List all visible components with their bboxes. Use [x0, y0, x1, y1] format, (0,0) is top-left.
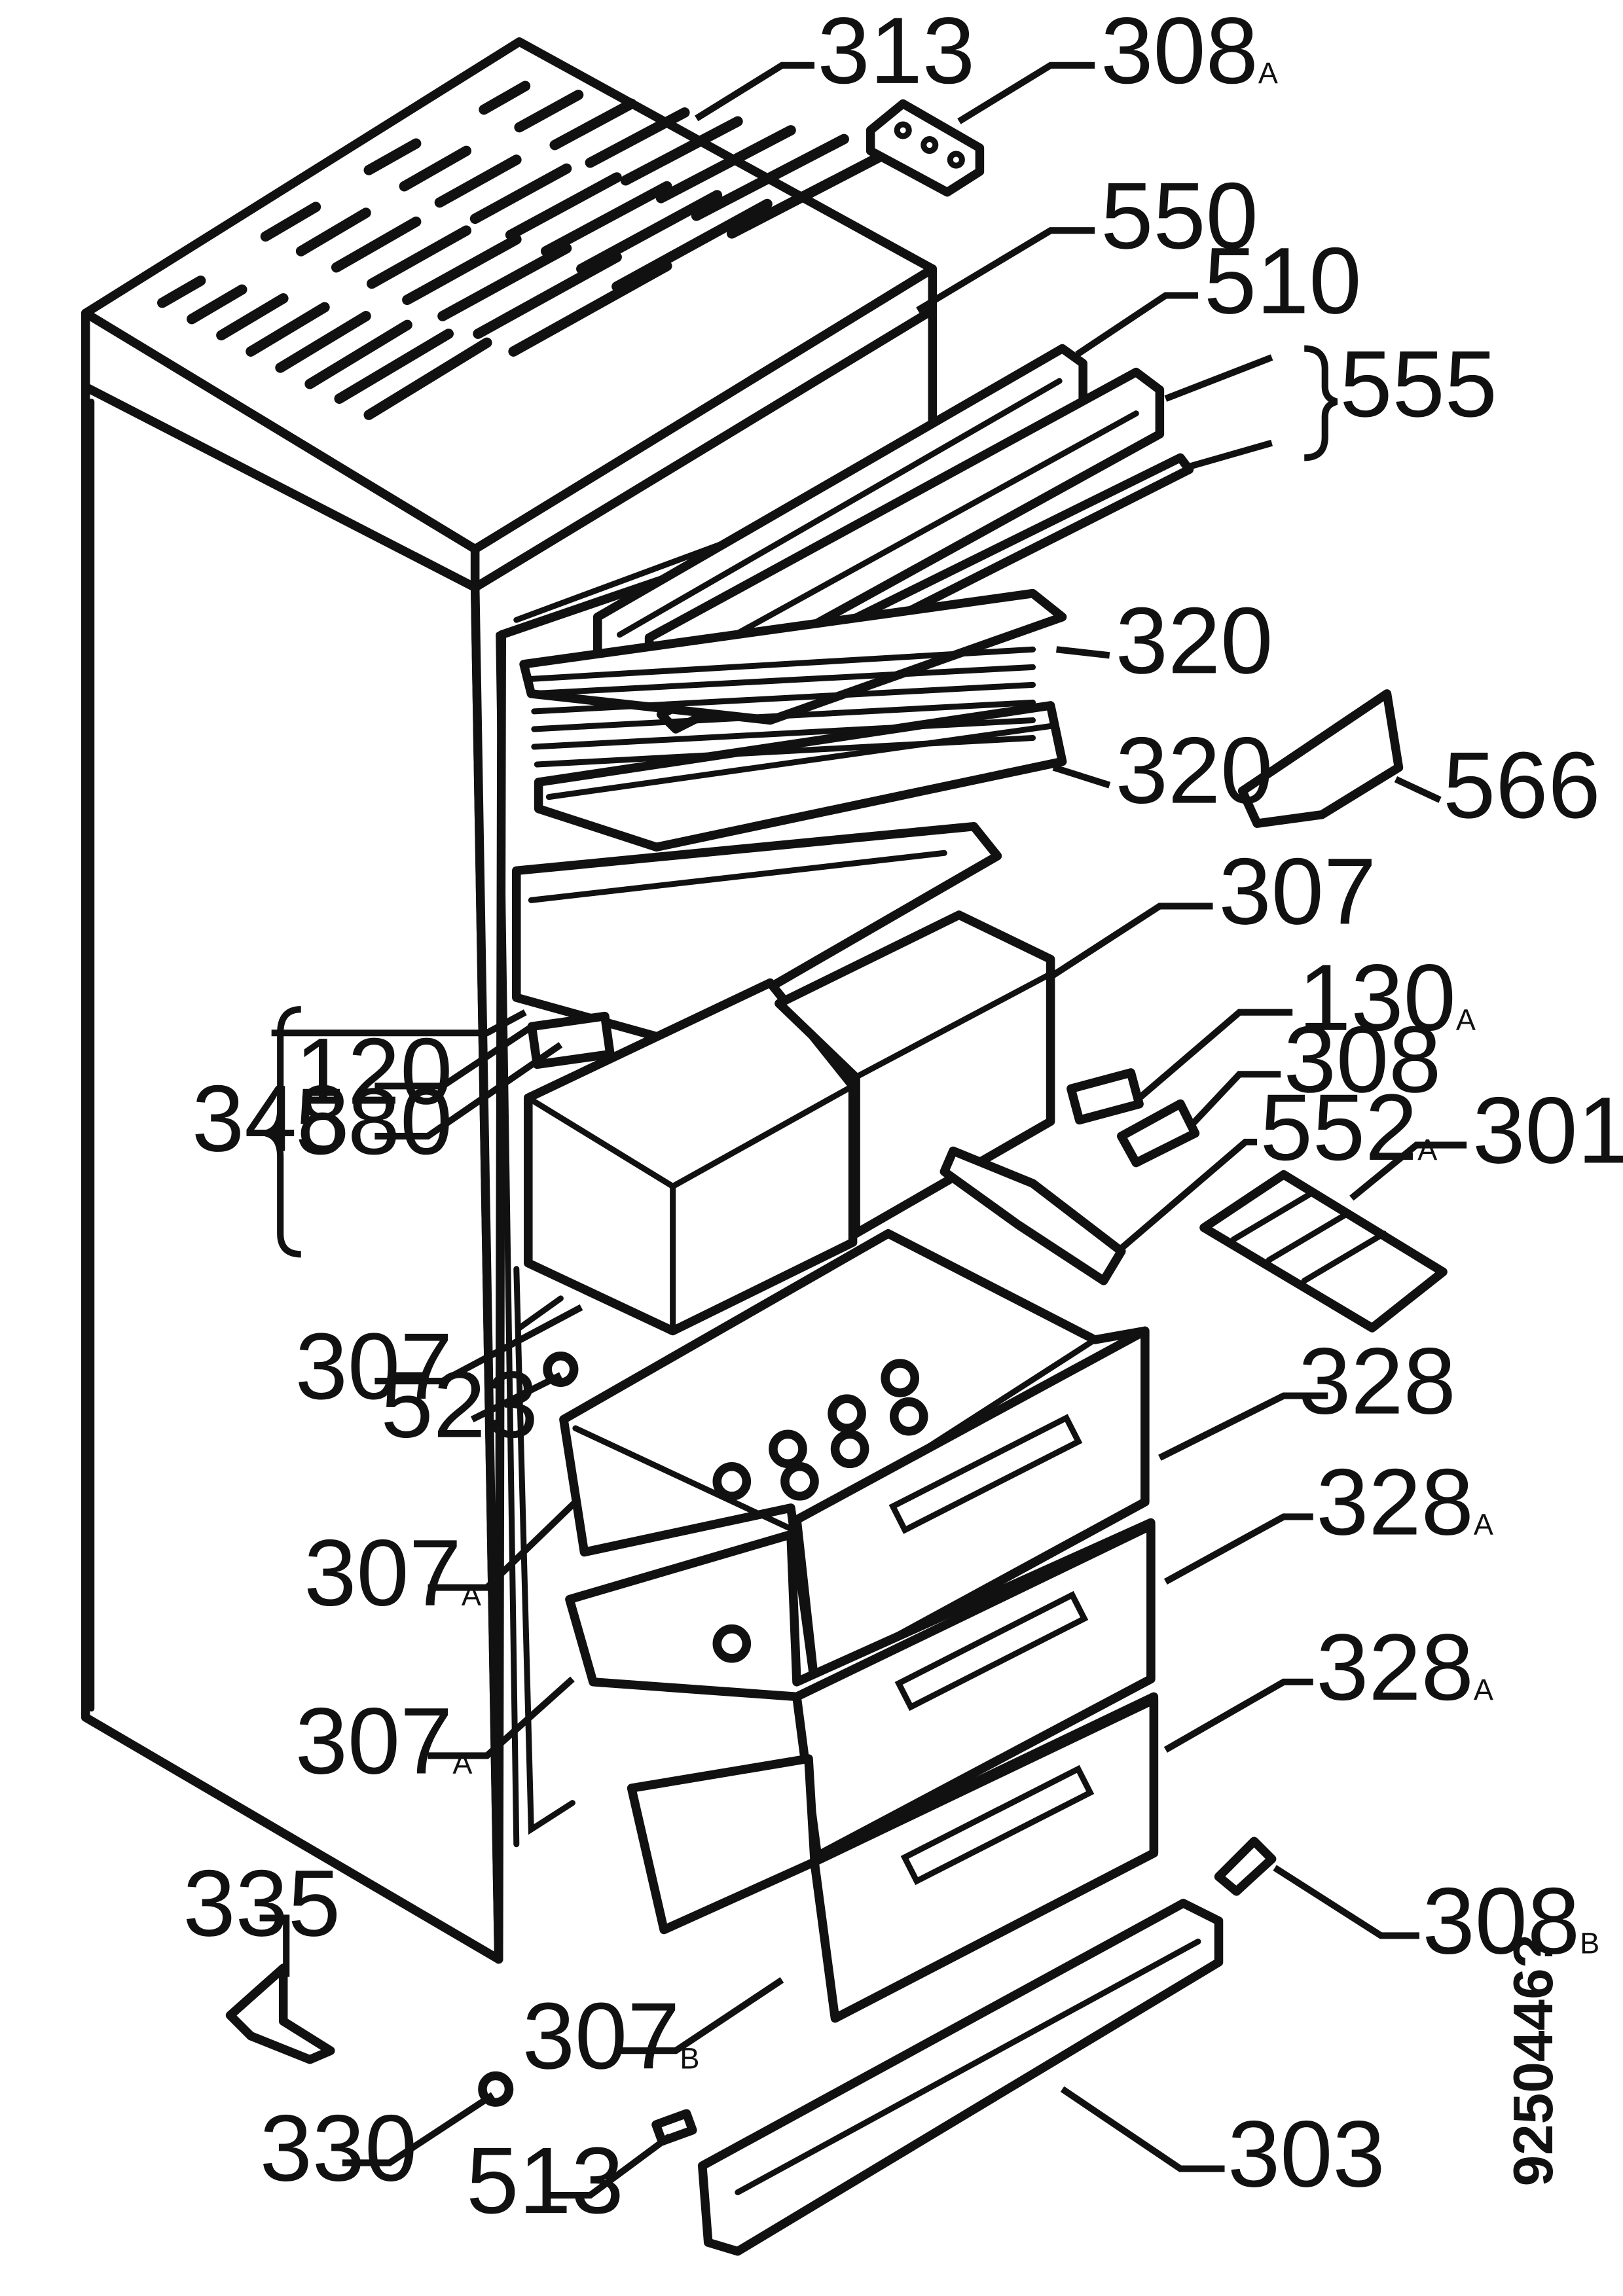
callout-308a: 308A	[1101, 0, 1278, 103]
callout-313: 313	[818, 0, 976, 103]
shelves	[512, 344, 1194, 1047]
drawers	[559, 1229, 1159, 2023]
callout-308: 308	[1284, 1006, 1442, 1112]
callout-566: 566	[1443, 732, 1601, 838]
callout-labels: 313 308A 550 510 555 320 320 566 307 130…	[183, 0, 1623, 2233]
callout-348: 348	[192, 1066, 350, 1172]
callout-320-lower: 320	[1116, 717, 1273, 823]
callout-330: 330	[260, 2095, 418, 2201]
scraper-566	[1237, 689, 1404, 828]
callout-307a-lower: 307A	[295, 1688, 473, 1794]
callout-555: 555	[1340, 331, 1497, 437]
part-130a	[1067, 1068, 1144, 1125]
rail-552a	[939, 1146, 1126, 1285]
callout-328a-upper: 328A	[1316, 1448, 1493, 1554]
callout-307-top: 307	[1219, 838, 1377, 944]
callout-303: 303	[1228, 2101, 1385, 2207]
callout-301: 301	[1472, 1077, 1623, 1183]
callout-550: 550	[1101, 162, 1258, 268]
clip-513	[651, 2109, 697, 2146]
callout-120: 120	[295, 1018, 453, 1124]
callout-307b: 307B	[522, 1982, 700, 2089]
callout-513: 513	[466, 2127, 624, 2233]
callout-307a-upper: 307A	[304, 1520, 481, 1626]
ice-tray-301	[1199, 1170, 1448, 1333]
callout-523: 523	[380, 1352, 538, 1458]
hinge-308b	[1214, 1837, 1277, 1896]
top-cover	[81, 37, 938, 592]
hinge-308	[1117, 1099, 1200, 1168]
callout-328a-lower: 328A	[1316, 1614, 1493, 1720]
small-parts	[225, 99, 1448, 2256]
bracket-335	[225, 1964, 335, 2064]
callout-335: 335	[183, 1850, 340, 1956]
vent-slots	[157, 81, 897, 420]
callout-307-left: 307	[295, 1313, 453, 1419]
leader-lines	[259, 62, 1467, 2199]
callout-552a: 552A	[1260, 1074, 1438, 1180]
callout-510: 510	[1204, 227, 1362, 333]
kickplate-303	[697, 1899, 1224, 2256]
top-bins	[524, 910, 1055, 1336]
callout-580: 580	[295, 1068, 453, 1174]
callout-328: 328	[1298, 1328, 1456, 1434]
callout-308b: 308B	[1423, 1867, 1600, 1973]
callout-130a: 130A	[1298, 944, 1476, 1050]
callout-320-upper: 320	[1116, 587, 1273, 693]
document-number: 9250446?	[1502, 1934, 1565, 2187]
